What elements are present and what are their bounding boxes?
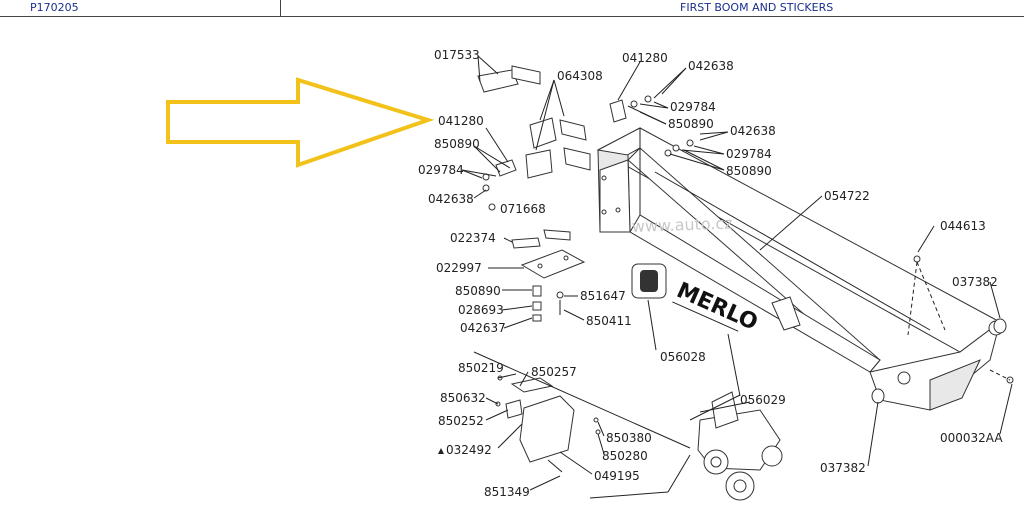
watermark-text: www.auto.cz — [631, 213, 732, 236]
leader-lines — [461, 55, 1013, 491]
label-851349: 851349 — [484, 485, 530, 499]
label-042637: 042637 — [460, 321, 506, 335]
label-064308: 064308 — [557, 69, 603, 83]
label-042638-left: 042638 — [428, 192, 474, 206]
label-044613: 044613 — [940, 219, 986, 233]
pads-064308 — [525, 117, 591, 179]
label-000032AA: 000032AA — [940, 431, 1003, 445]
label-851647: 851647 — [580, 289, 626, 303]
label-029784-top: 029784 — [670, 100, 716, 114]
label-037382-right: 037382 — [952, 275, 998, 289]
label-029784-mid: 029784 — [726, 147, 772, 161]
label-850280: 850280 — [602, 449, 648, 463]
drawing-code: P170205 — [30, 1, 79, 14]
label-056028: 056028 — [660, 350, 706, 364]
label-049195: 049195 — [594, 469, 640, 483]
label-017533: 017533 — [434, 48, 480, 62]
label-022997: 022997 — [436, 261, 482, 275]
label-850890-left: 850890 — [434, 137, 480, 151]
highlight-arrow — [166, 77, 435, 168]
bracket-017533 — [477, 65, 541, 93]
label-041280-top: 041280 — [622, 51, 668, 65]
label-032492: 032492 — [446, 443, 492, 457]
label-029784-left: 029784 — [418, 163, 464, 177]
boom-assembly — [596, 127, 1014, 411]
logo-sticker — [631, 263, 667, 299]
label-850890-top: 850890 — [668, 117, 714, 131]
bracket-041280-right — [609, 95, 694, 157]
label-037382-bottom: 037382 — [820, 461, 866, 475]
plate-022374 — [511, 229, 571, 249]
label-850380: 850380 — [606, 431, 652, 445]
plate-022997 — [520, 249, 586, 279]
label-028693: 028693 — [458, 303, 504, 317]
label-850257: 850257 — [531, 365, 577, 379]
label-022374: 022374 — [450, 231, 496, 245]
label-850890-lower: 850890 — [455, 284, 501, 298]
label-850219: 850219 — [458, 361, 504, 375]
drawing-title: FIRST BOOM AND STICKERS — [680, 1, 834, 14]
label-042638-mid: 042638 — [730, 124, 776, 138]
light-assembly — [495, 375, 601, 473]
header-bar: P170205 FIRST BOOM AND STICKERS — [0, 0, 1024, 17]
fasteners-850890 — [532, 285, 564, 322]
label-054722: 054722 — [824, 189, 870, 203]
label-032492-triangle — [438, 448, 444, 454]
label-850252: 850252 — [438, 414, 484, 428]
header-divider — [280, 0, 281, 16]
telehandler-thumbnail — [473, 351, 783, 501]
label-056029: 056029 — [740, 393, 786, 407]
label-850632: 850632 — [440, 391, 486, 405]
part-labels: 017533 064308 041280 042638 029784 85089… — [418, 48, 1003, 499]
label-042638-top: 042638 — [688, 59, 734, 73]
label-041280-left: 041280 — [438, 114, 484, 128]
label-850411: 850411 — [586, 314, 632, 328]
label-071668: 071668 — [500, 202, 546, 216]
label-850890-mid: 850890 — [726, 164, 772, 178]
bracket-041280-left — [482, 159, 517, 211]
